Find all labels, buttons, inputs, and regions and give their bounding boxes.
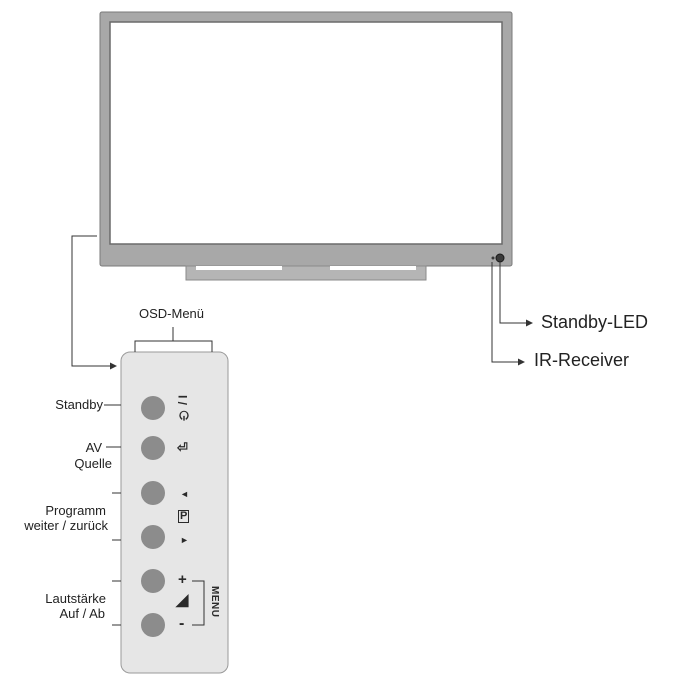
osd-menu-label: OSD-Menü [139,306,205,321]
tv-screen [109,21,503,245]
plus-sign: + [178,571,187,588]
auf-ab-label: Auf / Ab [59,606,105,621]
lautstaerke-label: Lautstärke [45,591,106,606]
volume-down-button[interactable] [141,613,165,637]
minus-sign: - [179,615,185,632]
program-down-button[interactable] [141,481,165,505]
power-icon: ⏻ / I [176,395,190,421]
source-icon: ⏎ [177,440,188,455]
standby-led-line [499,262,533,327]
standby-button[interactable] [141,396,165,420]
program-up-button[interactable] [141,525,165,549]
av-source-button[interactable] [141,436,165,460]
volume-icon: ◢ [176,592,189,609]
osd-bracket [134,340,213,352]
standby-label: Standby [55,397,103,412]
triangle-left-icon: ◄ [180,489,189,499]
standby-led-dot [495,253,505,263]
ir-receiver-label: IR-Receiver [534,350,630,370]
volume-up-button[interactable] [141,569,165,593]
tv-stand-slot-left [196,266,282,270]
ir-receiver-dot [491,256,495,260]
channel-icon: P [178,510,190,523]
standby-led-label: Standby-LED [541,312,649,332]
menu-label: MENU [209,586,220,618]
quelle-label: Quelle [74,456,112,471]
triangle-right-icon: ► [180,535,189,545]
ir-receiver-line [491,262,525,366]
av-label: AV [85,440,102,455]
menu-bracket [192,580,205,626]
programm-label: Programm [45,503,106,518]
control-panel [120,351,229,674]
tv-stand-slot-right [330,266,416,270]
panel-lead-line [71,235,117,370]
weiter-zurueck-label: weiter / zurück [24,518,108,533]
